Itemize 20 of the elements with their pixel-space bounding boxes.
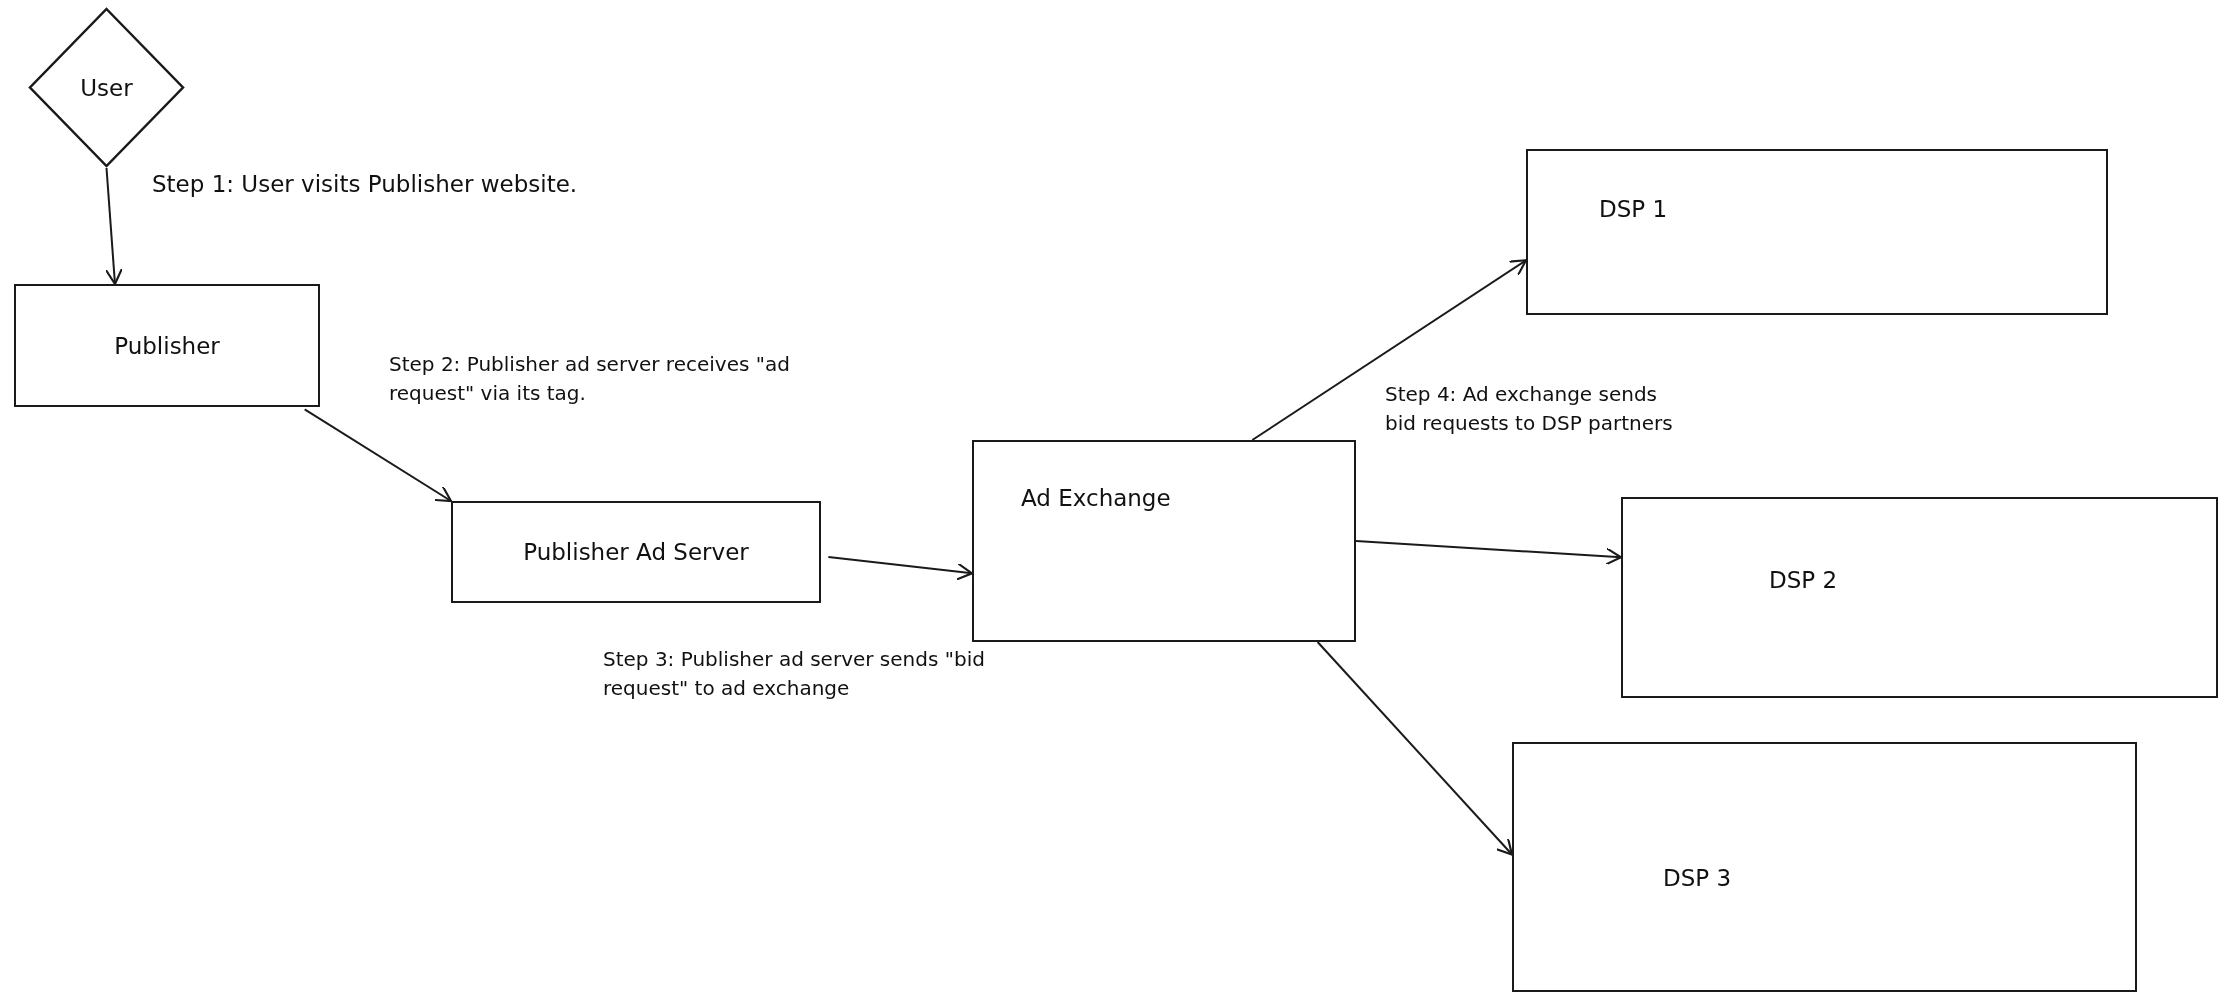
node-label: Publisher xyxy=(114,332,220,359)
process-box xyxy=(451,501,821,603)
arrow xyxy=(827,556,974,581)
process-box xyxy=(972,440,1356,642)
node-label: Ad Exchange xyxy=(1021,485,1171,511)
node-label: Publisher Ad Server xyxy=(523,539,749,565)
decision-diamond xyxy=(28,7,185,168)
process-box xyxy=(1526,149,2108,315)
arrow xyxy=(1251,259,1528,441)
arrow xyxy=(104,167,123,286)
arrow xyxy=(303,408,453,503)
arrow xyxy=(1355,540,1623,566)
process-box xyxy=(1512,742,2137,992)
node-label: User xyxy=(80,74,133,101)
node-label: DSP 1 xyxy=(1599,196,1668,222)
process-box xyxy=(1621,497,2218,698)
node-label: DSP 3 xyxy=(1663,865,1732,891)
arrow xyxy=(1316,641,1514,856)
process-box xyxy=(14,284,320,407)
node-label: DSP 2 xyxy=(1769,567,1838,593)
